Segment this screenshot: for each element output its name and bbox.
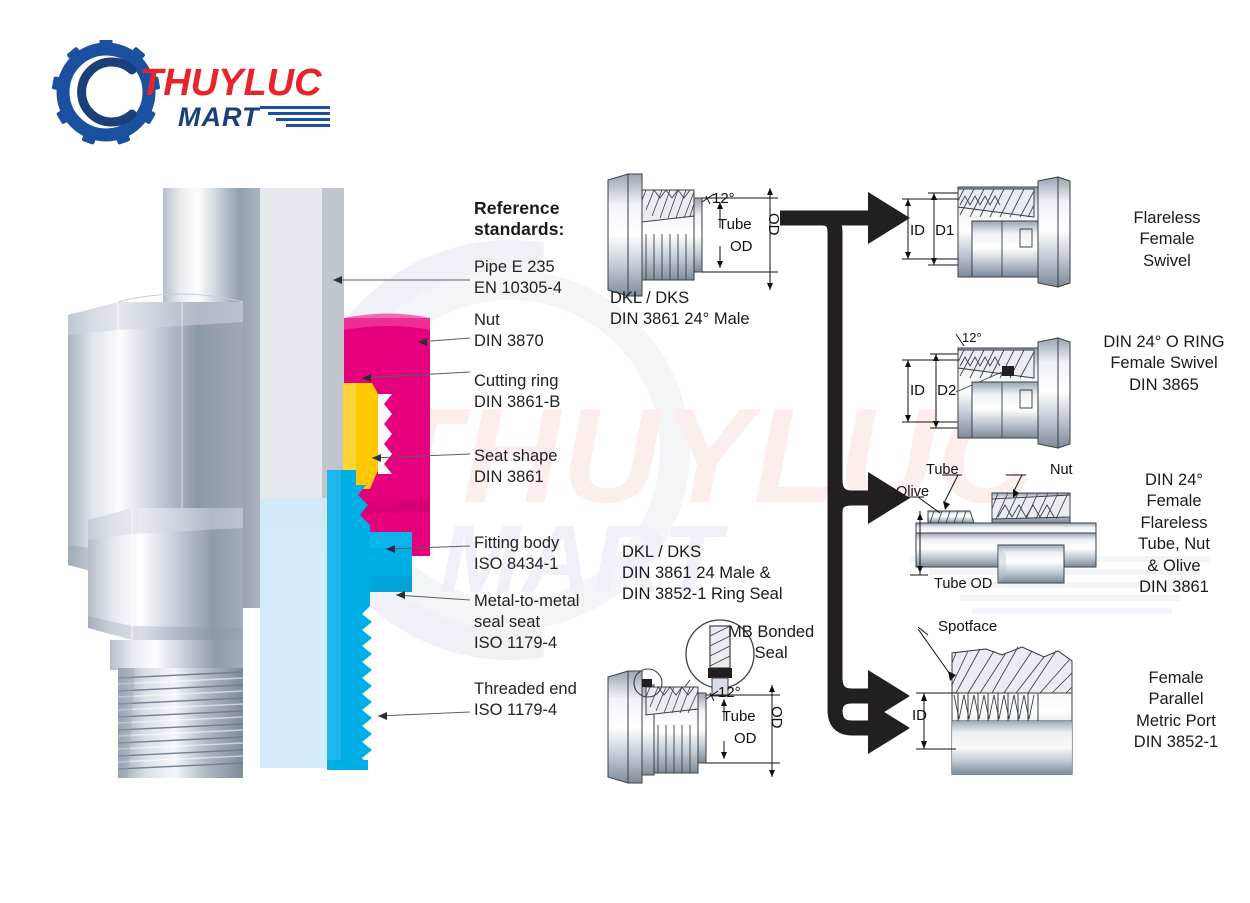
- mb-bonded-seal-detail: [677, 619, 755, 697]
- tno-caption-line5: & Olive: [1147, 556, 1201, 575]
- dkl-dks-ring-seal-caption: DKL / DKS DIN 3861 24 Male & DIN 3852-1 …: [622, 542, 783, 605]
- tno-caption-line1: DIN 24°: [1145, 471, 1203, 489]
- flareless-id-text: ID: [910, 222, 925, 239]
- ref-thread-line1: Threaded end: [474, 680, 577, 698]
- metric-port-id-label: ID: [912, 707, 927, 724]
- reference-title-line2: standards:: [474, 219, 565, 240]
- din24-oring-female-swivel-drawing: [902, 333, 1071, 449]
- gear-c-icon: [52, 40, 160, 145]
- flareless-d1-text: D1: [935, 222, 955, 239]
- mb-seal-label-line2: Seal: [754, 644, 788, 663]
- oring-id-label: ID D2: [910, 382, 956, 399]
- reference-standards-title: Reference standards:: [474, 198, 624, 241]
- fpmp-caption-line1: Female: [1148, 669, 1204, 687]
- dkl-male-od-label: OD: [765, 213, 782, 236]
- ref-item-metal-seal: Metal-to-metal seal seat ISO 1179-4: [474, 591, 579, 653]
- dkl-male-angle-label: 12°: [712, 190, 735, 207]
- flareless-caption-line3: Swivel: [1143, 251, 1191, 270]
- ref-nut-line1: Nut: [474, 311, 500, 329]
- ref-pipe-line2: EN 10305-4: [474, 278, 563, 297]
- din24-oring-caption: DIN 24° O RING Female Swivel DIN 3865: [1076, 332, 1250, 396]
- oring-d2-text: D2: [937, 382, 957, 399]
- ref-cutting-line1: Cutting ring: [474, 372, 559, 390]
- oring-caption-line1: DIN 24° O RING: [1103, 333, 1225, 351]
- flareless-female-swivel-drawing: [902, 176, 1071, 288]
- dkl-male-caption-line1: DKL / DKS: [610, 289, 690, 307]
- ref-item-pipe: Pipe E 235 EN 10305-4: [474, 257, 562, 299]
- din24-tube-nut-olive-caption: DIN 24° Female Flareless Tube, Nut & Oli…: [1106, 470, 1242, 599]
- mb-seal-label-line1: MB Bonded: [728, 623, 815, 641]
- ref-metal-line1: Metal-to-metal: [474, 592, 580, 610]
- fpmp-caption-line4: DIN 3852-1: [1133, 733, 1219, 752]
- ring-seal-caption-line1: DKL / DKS: [622, 543, 702, 561]
- dkl-dks-ring-seal-drawing: [607, 668, 780, 784]
- female-parallel-metric-port-drawing: [916, 626, 1073, 775]
- ref-item-nut: Nut DIN 3870: [474, 310, 544, 352]
- ref-thread-line2: ISO 1179-4: [474, 700, 558, 719]
- oring-caption-line3: DIN 3865: [1129, 375, 1199, 394]
- fpmp-caption-line3: Metric Port: [1136, 711, 1216, 730]
- ring-seal-caption-line3: DIN 3852-1 Ring Seal: [622, 585, 783, 604]
- ref-seat-line2: DIN 3861: [474, 467, 544, 486]
- ring-seal-od-label: OD: [768, 706, 785, 729]
- ref-item-cutting-ring: Cutting ring DIN 3861-B: [474, 371, 560, 413]
- brand-logo[interactable]: THUYLUC MART: [52, 40, 330, 150]
- flareless-caption-line1: Flareless: [1133, 209, 1201, 227]
- dkl-male-caption-line2: DIN 3861 24° Male: [610, 310, 750, 329]
- flareless-caption-line2: Female: [1139, 230, 1195, 249]
- logo-speed-lines-icon: [260, 106, 332, 132]
- nut-label: Nut: [1050, 462, 1073, 478]
- ref-item-fitting-body: Fitting body ISO 8434-1: [474, 533, 559, 575]
- tno-caption-line3: Flareless: [1140, 513, 1208, 532]
- ring-seal-caption-line2: DIN 3861 24 Male &: [622, 564, 771, 583]
- dkl-dks-male-caption: DKL / DKS DIN 3861 24° Male: [610, 288, 750, 330]
- ring-seal-angle-label: 12°: [718, 684, 741, 701]
- tube-od-label: Tube OD: [934, 576, 993, 592]
- ref-body-line1: Fitting body: [474, 534, 560, 552]
- ref-metal-line3: ISO 1179-4: [474, 633, 558, 652]
- logo-text-mart: MART: [178, 102, 260, 132]
- ref-body-line2: ISO 8434-1: [474, 554, 559, 573]
- spotface-label: Spotface: [938, 618, 998, 635]
- fpmp-caption-line2: Parallel: [1148, 690, 1204, 709]
- ref-nut-line2: DIN 3870: [474, 331, 544, 350]
- oring-id-text: ID: [910, 382, 925, 399]
- dkl-male-tube-label-1: Tube: [718, 216, 752, 233]
- mb-bonded-seal-label: MB Bonded Seal: [728, 622, 814, 664]
- tube-label: Tube: [926, 462, 959, 478]
- tno-caption-line2: Female: [1146, 492, 1202, 511]
- reference-standards-block: Reference standards:: [474, 198, 624, 263]
- ring-seal-tube-label-2: OD: [734, 730, 757, 747]
- oring-caption-line2: Female Swivel: [1110, 354, 1218, 373]
- tno-caption-line4: Tube, Nut: [1138, 535, 1210, 554]
- ref-cutting-line2: DIN 3861-B: [474, 392, 561, 411]
- logo-text-thuyluc: THUYLUC: [140, 62, 322, 104]
- ref-item-seat-shape: Seat shape DIN 3861: [474, 446, 557, 488]
- female-parallel-metric-port-caption: Female Parallel Metric Port DIN 3852-1: [1106, 668, 1246, 754]
- flareless-female-swivel-caption: Flareless Female Swivel: [1102, 208, 1232, 272]
- dkl-male-tube-label-2: OD: [730, 238, 753, 255]
- oring-angle-label: 12°: [962, 330, 982, 345]
- ref-seat-line1: Seat shape: [474, 447, 558, 465]
- reference-title-line1: Reference: [474, 198, 560, 218]
- right-column: ID D1 Flareless Female Swivel: [890, 0, 1250, 898]
- ring-seal-tube-label-1: Tube: [722, 708, 756, 725]
- ref-metal-line2: seal seat: [474, 612, 541, 631]
- flareless-id-label: ID D1: [910, 222, 954, 239]
- ref-pipe-line1: Pipe E 235: [474, 258, 555, 276]
- tno-caption-line6: DIN 3861: [1139, 578, 1209, 597]
- branching-arrow-connector: [780, 150, 920, 790]
- ref-item-threaded-end: Threaded end ISO 1179-4: [474, 679, 577, 721]
